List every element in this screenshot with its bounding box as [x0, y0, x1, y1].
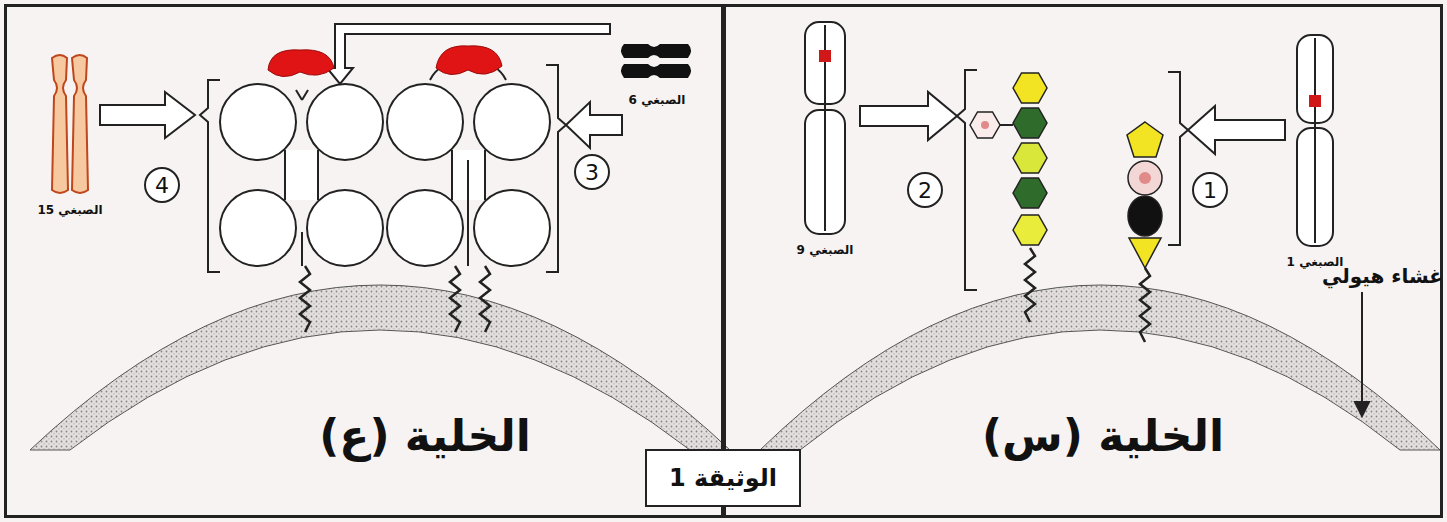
chromosome: [52, 55, 88, 193]
chromosome-label: الصبغي 15: [37, 203, 102, 217]
chromosome: [1297, 35, 1333, 246]
callout-number: 1: [1203, 178, 1217, 203]
callout-circle: [908, 173, 942, 207]
chromosome-label: الصبغي 6: [629, 93, 686, 107]
membrane: [760, 285, 1440, 450]
peptide: [436, 46, 502, 75]
callout-circle: [145, 168, 179, 202]
bracket: [1168, 72, 1188, 245]
cell-panel: الخلية (ع): [4, 4, 724, 518]
peptide: [268, 50, 334, 77]
block-arrow: [566, 102, 622, 148]
membrane-label: غشاء هيولي: [1322, 264, 1443, 288]
bracket: [546, 65, 566, 272]
block-arrow: [100, 92, 195, 138]
callout-number: 3: [585, 160, 599, 185]
bracket: [200, 80, 220, 272]
callout-number: 2: [918, 178, 932, 203]
cell-title: الخلية (ع): [319, 410, 531, 461]
glycoprotein: [970, 73, 1047, 322]
block-arrow: [327, 24, 610, 84]
block-arrow: [1188, 106, 1285, 154]
callout-number: 4: [155, 173, 169, 198]
document-title: الوثيقة 1: [669, 464, 777, 492]
glycoprotein: [1127, 122, 1163, 342]
callout-circle: [575, 155, 609, 189]
chromosome: [621, 44, 691, 78]
document-box: الوثيقة 1: [645, 449, 801, 507]
hla-molecule: [220, 84, 383, 332]
cell-title: الخلية (س): [982, 410, 1224, 461]
leader-arrow: [1355, 292, 1369, 416]
callout-circle: [1193, 173, 1227, 207]
membrane: [30, 285, 730, 450]
bracket: [957, 70, 977, 290]
chromosome-label: الصبغي 9: [797, 243, 854, 257]
block-arrow: [860, 92, 957, 140]
hla-molecule: [387, 62, 550, 332]
chromosome: [805, 22, 845, 234]
